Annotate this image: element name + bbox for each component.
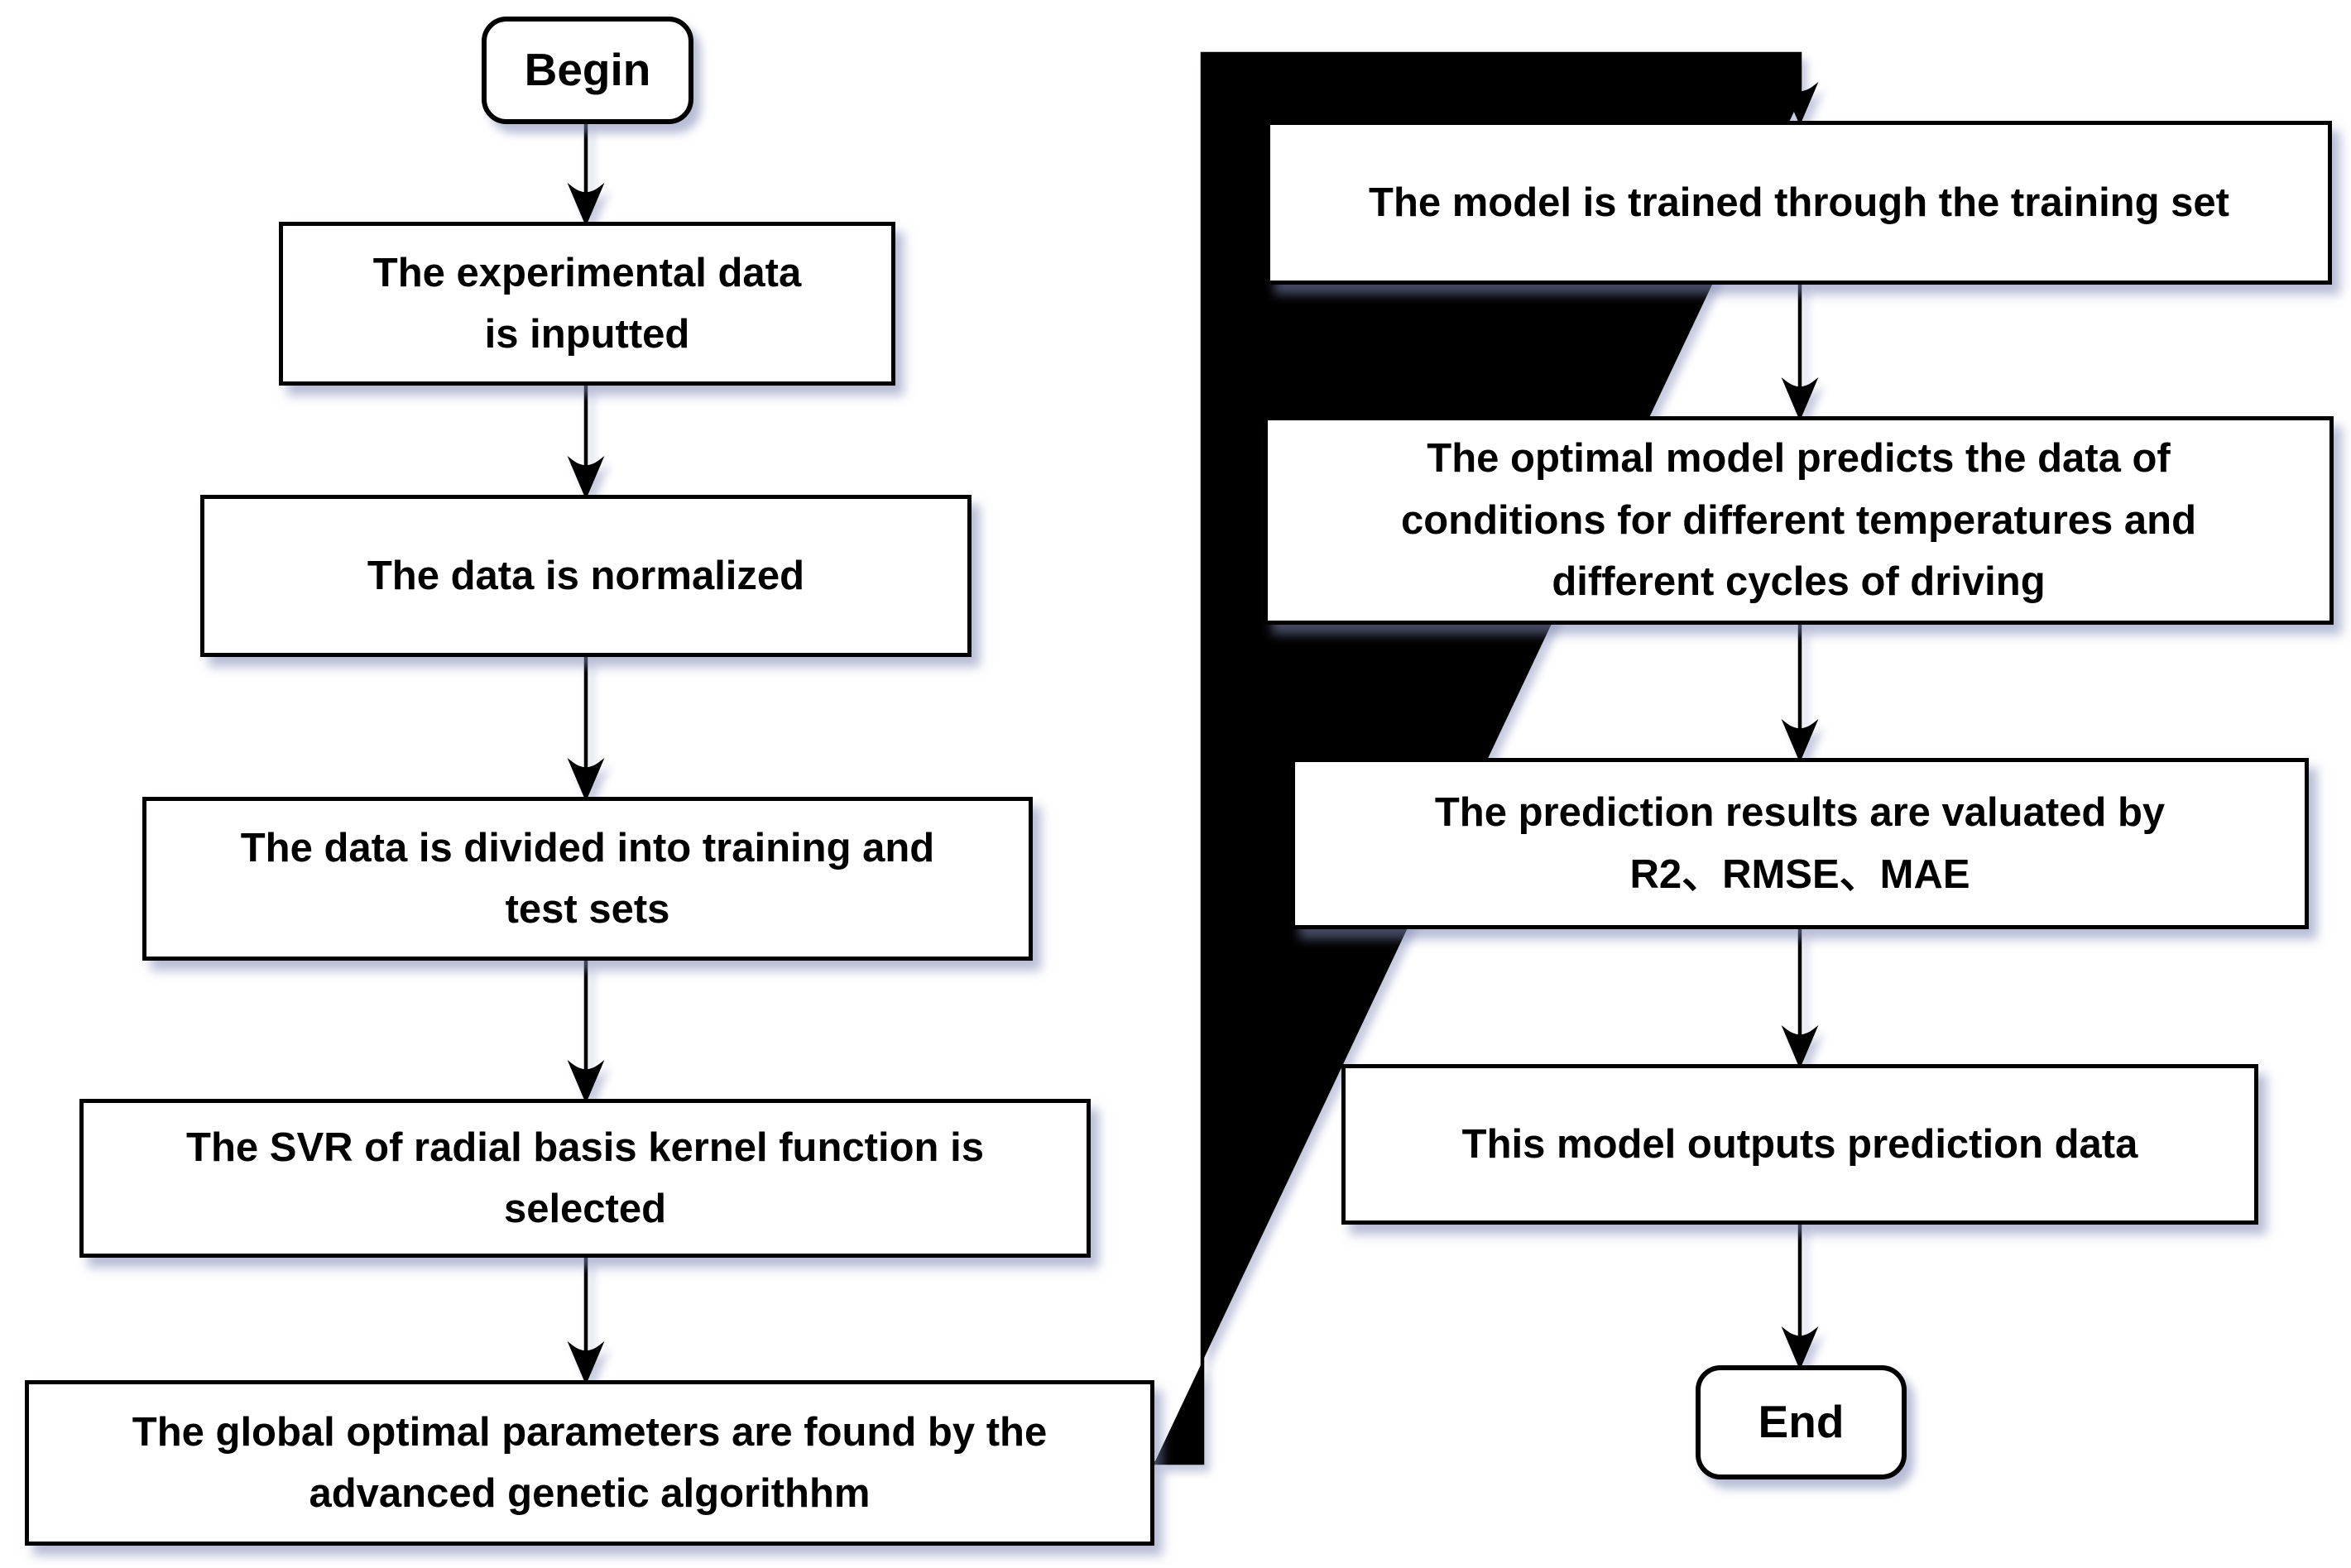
arrow-output-to-end — [1781, 1225, 1819, 1370]
begin-node: Begin — [482, 17, 693, 124]
arrow-split-to-svr — [567, 961, 605, 1104]
input-data-node: The experimental data is inputted — [279, 222, 895, 386]
output-prediction-node: This model outputs prediction data — [1341, 1064, 2258, 1225]
genetic-algorithm-node: The global optimal parameters are found … — [25, 1380, 1154, 1546]
arrow-svr-to-genetic — [567, 1258, 605, 1385]
arrow-train-to-predict — [1781, 285, 1819, 421]
arrow-normalize-to-split — [567, 657, 605, 802]
split-data-node: The data is divided into training and te… — [142, 797, 1033, 961]
arrow-begin-to-input — [567, 124, 605, 227]
normalize-data-node: The data is normalized — [200, 495, 972, 657]
arrow-input-to-normalize — [567, 386, 605, 500]
svr-kernel-node: The SVR of radial basis kernel function … — [79, 1099, 1091, 1258]
end-node: End — [1696, 1365, 1907, 1479]
evaluate-results-node: The prediction results are valuated by R… — [1291, 758, 2309, 929]
predict-conditions-node: The optimal model predicts the data of c… — [1264, 416, 2334, 625]
train-model-node: The model is trained through the trainin… — [1266, 121, 2332, 285]
arrow-predict-to-evaluate — [1781, 625, 1819, 763]
arrow-evaluate-to-output — [1781, 929, 1819, 1069]
